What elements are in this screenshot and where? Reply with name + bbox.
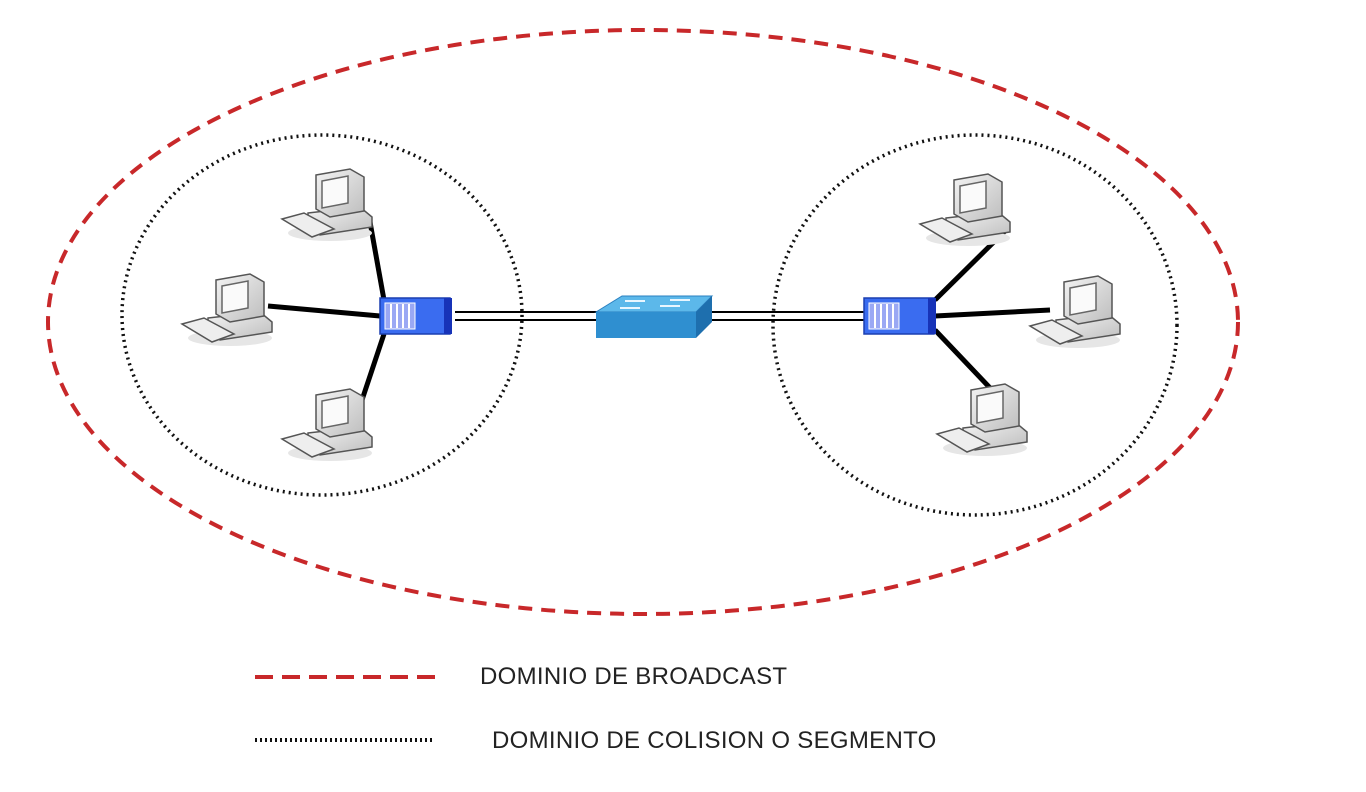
computer-icon [919, 173, 1011, 247]
hub-icon-left [379, 297, 453, 335]
computer-icon [281, 388, 373, 462]
broadcast-domain-ellipse [46, 28, 1240, 616]
collision-domain-right [771, 133, 1179, 517]
switch-icon [594, 295, 714, 338]
computer-icon [281, 168, 373, 242]
legend-collision-label: DOMINIO DE COLISION O SEGMENTO [492, 727, 937, 754]
legend-broadcast-label: DOMINIO DE BROADCAST [480, 663, 788, 690]
trunk-links [455, 311, 865, 321]
computer-icon [936, 383, 1028, 457]
hub-icon-right [863, 297, 937, 335]
collision-domain-left [120, 133, 524, 497]
computer-icon [181, 273, 273, 347]
